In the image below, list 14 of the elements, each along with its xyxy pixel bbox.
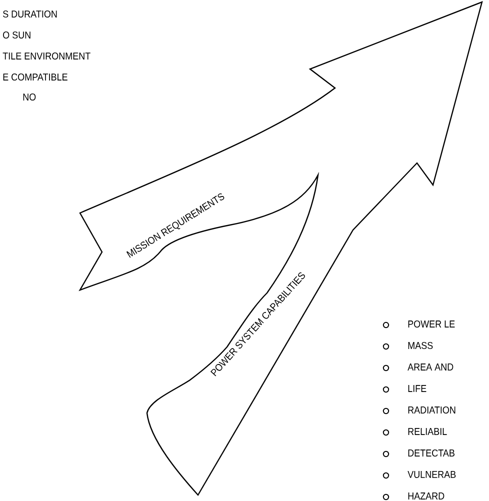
list-item: MASS bbox=[408, 342, 433, 350]
list-item: O SUN bbox=[3, 31, 30, 39]
list-item: DETECTAB bbox=[408, 449, 454, 457]
list-item: VULNERAB bbox=[408, 471, 456, 478]
list-item: S DURATION bbox=[3, 10, 57, 18]
list-item: LIFE bbox=[408, 385, 426, 392]
list-item: E COMPATIBLE bbox=[3, 73, 68, 81]
list-item: AREA AND bbox=[408, 364, 454, 370]
list-item: POWER LE bbox=[408, 320, 455, 328]
list-item: HAZARD bbox=[408, 492, 444, 500]
list-item: RADIATION bbox=[408, 406, 456, 414]
list-item: NO bbox=[23, 93, 36, 101]
list-item: RELIABIL bbox=[408, 428, 447, 435]
list-item: TILE ENVIRONMENT bbox=[2, 52, 90, 60]
